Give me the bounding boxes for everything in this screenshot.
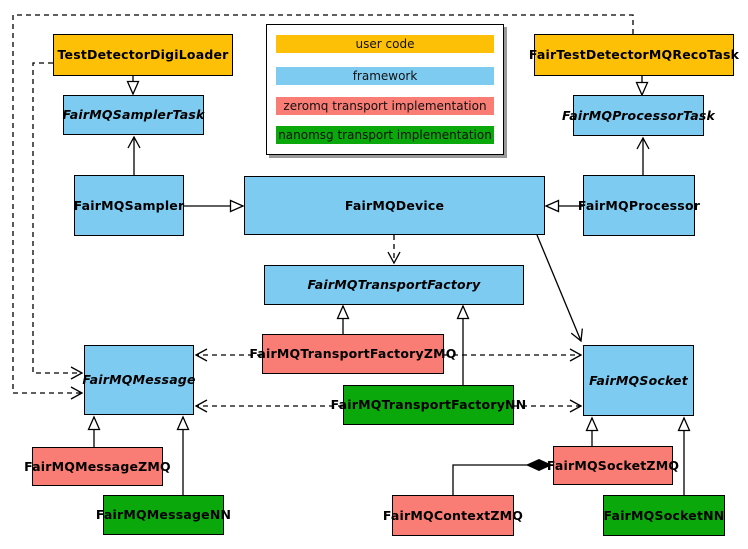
node-fairmqprocessor: FairMQProcessor: [578, 175, 700, 236]
node-fairmqmessagenn: FairMQMessageNN: [96, 495, 231, 535]
legend-item-user-code: user code: [276, 35, 494, 53]
node-fairmqsampler: FairMQSampler: [74, 175, 184, 236]
node-fairmqmessagezmq: FairMQMessageZMQ: [24, 447, 171, 486]
node-fairmqcontextzmq: FairMQContextZMQ: [383, 495, 523, 536]
node-fairmqsamplertask: FairMQSamplerTask: [62, 95, 204, 135]
legend: user code framework zeromq transport imp…: [266, 24, 504, 155]
node-fairtestdetectormqrecotask: FairTestDetectorMQRecoTask: [529, 34, 739, 76]
edge-association-fairmqdevice-fairmqsocket: [536, 234, 583, 343]
node-fairmqtransportfactoryzmq: FairMQTransportFactoryZMQ: [249, 334, 456, 374]
node-fairmqsocket: FairMQSocket: [583, 345, 694, 416]
legend-item-nanomsg: nanomsg transport implementation: [276, 126, 494, 144]
edge-composition-fairmqcontextzmq-fairmqsocketzmq: [452, 458, 553, 495]
legend-item-zeromq: zeromq transport implementation: [276, 97, 494, 115]
node-fairmqmessage: FairMQMessage: [82, 345, 195, 415]
node-fairmqsocketnn: FairMQSocketNN: [603, 495, 725, 536]
node-fairmqprocessortask: FairMQProcessorTask: [562, 95, 715, 136]
node-fairmqsocketzmq: FairMQSocketZMQ: [547, 446, 679, 485]
node-fairmqtransportfactorynn: FairMQTransportFactoryNN: [331, 385, 526, 425]
legend-item-framework: framework: [276, 67, 494, 85]
node-fairmqdevice: FairMQDevice: [244, 176, 545, 235]
node-fairmqtransportfactory: FairMQTransportFactory: [264, 265, 524, 305]
node-testdetectordigiloader: TestDetectorDigiLoader: [53, 34, 233, 76]
